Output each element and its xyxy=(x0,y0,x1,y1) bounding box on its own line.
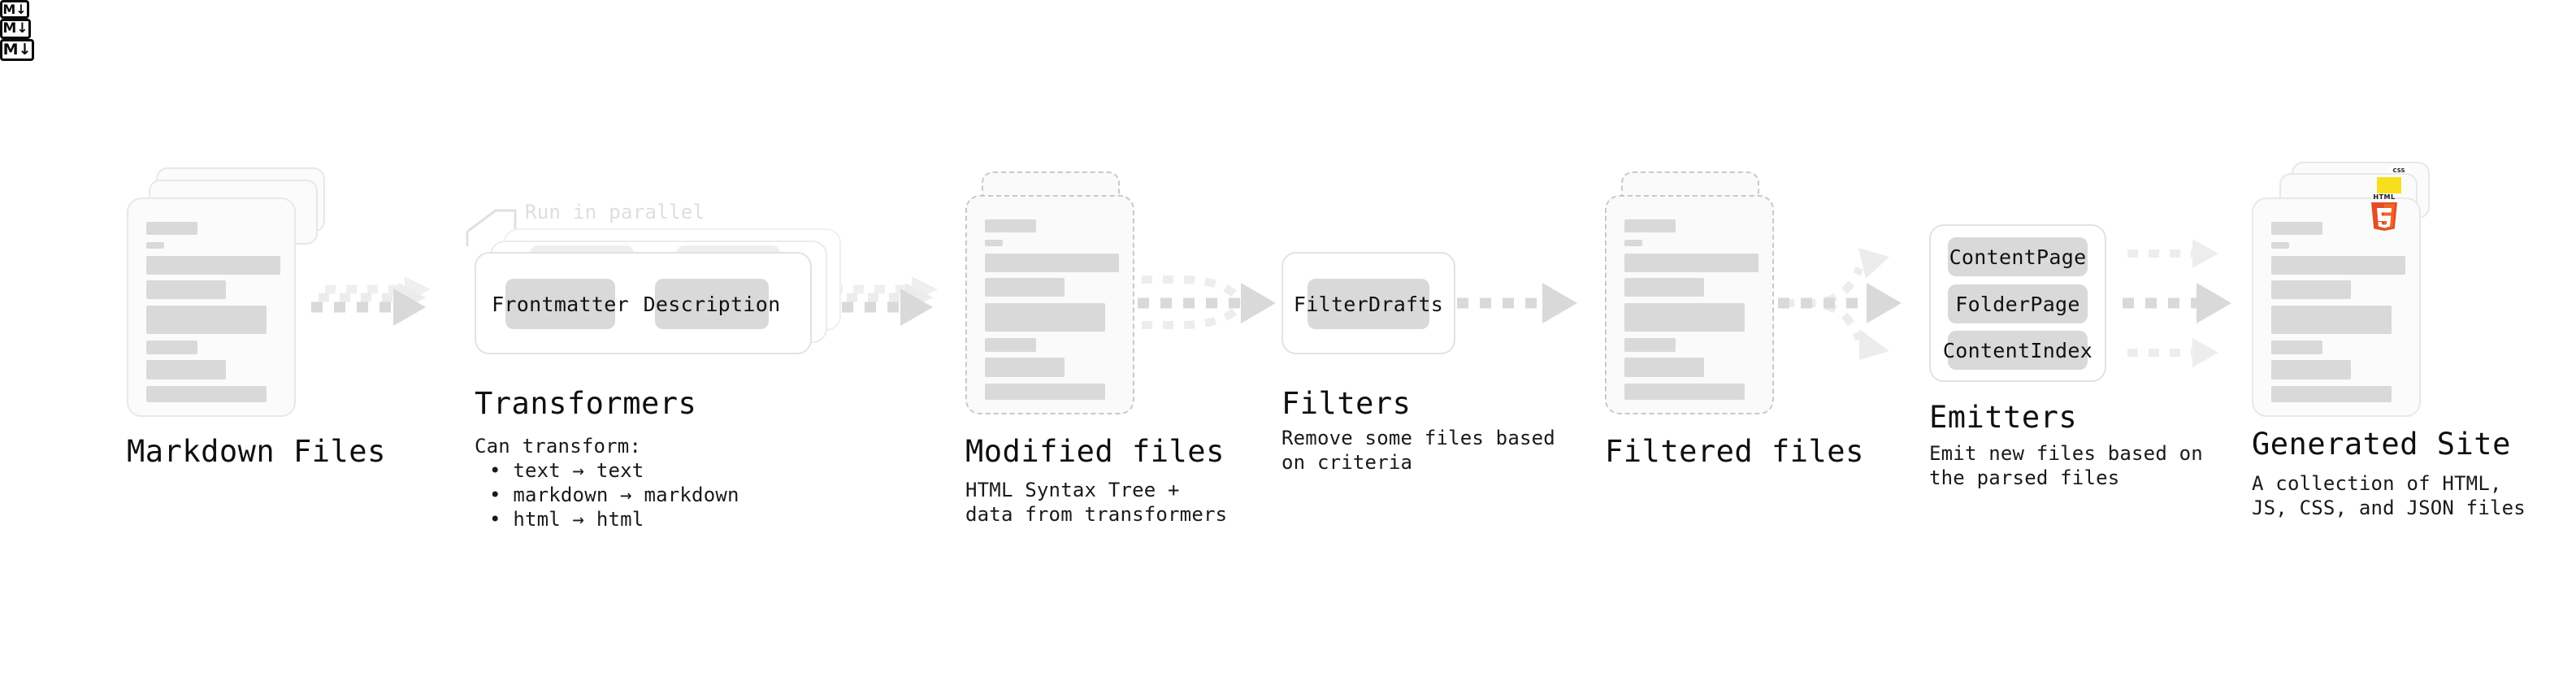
transformer-chip-description[interactable]: Description xyxy=(644,279,780,329)
stage-title-markdown-files: Markdown Files xyxy=(127,434,386,469)
svg-text:CSS: CSS xyxy=(2392,167,2405,174)
svg-text:HTML: HTML xyxy=(2373,193,2395,201)
markdown-badge-icon-back1: M↓ xyxy=(0,19,31,39)
content-bar xyxy=(1624,240,1642,246)
content-bar xyxy=(1624,338,1676,352)
arrow-filtered-to-emitters xyxy=(1778,248,1902,360)
bullet-item: html → html xyxy=(475,507,739,531)
content-bar xyxy=(1624,278,1704,297)
stage-title-transformers: Transformers xyxy=(475,386,697,421)
content-bar xyxy=(146,306,267,334)
content-bar xyxy=(2271,306,2392,334)
bullet-item: markdown → markdown xyxy=(475,483,739,507)
content-bar xyxy=(1624,219,1676,232)
arrow-modified-to-filters xyxy=(1138,275,1276,329)
arrow-filters-to-filtered xyxy=(1457,283,1577,323)
stage-markdown-files: M↓ M↓ M↓ Markdown Files xyxy=(0,0,385,466)
markdown-badge-icon-back2: M↓ xyxy=(0,0,29,19)
js-badge-icon xyxy=(2377,177,2401,193)
stage-desc-transformers: Can transform: xyxy=(475,435,642,458)
emitter-chip-contentindex[interactable]: ContentIndex xyxy=(1943,331,2092,370)
content-bar xyxy=(1624,254,1759,272)
content-bar xyxy=(146,242,164,249)
stage-title-filters: Filters xyxy=(1281,386,1412,421)
arrow-markdown-to-transformers xyxy=(311,276,431,326)
html5-badge-svg: HTML xyxy=(2371,193,2397,231)
stage-desc-generated-site: A collection of HTML, JS, CSS, and JSON … xyxy=(2252,472,2526,519)
stage-desc-modified-files: HTML Syntax Tree + data from transformer… xyxy=(965,479,1228,526)
stage-title-filtered-files: Filtered files xyxy=(1605,434,1864,469)
content-bar xyxy=(146,360,226,380)
content-bar xyxy=(146,340,197,354)
emitter-chip-folderpage[interactable]: FolderPage xyxy=(1948,284,2088,323)
content-bar xyxy=(985,240,1003,246)
content-bar xyxy=(985,278,1065,297)
content-bar xyxy=(2271,340,2322,354)
stage-desc-emitters: Emit new files based on the parsed files xyxy=(1929,442,2203,489)
content-bar xyxy=(2271,386,2392,402)
js-badge-svg xyxy=(2377,177,2401,193)
content-bar xyxy=(985,384,1105,400)
content-bar xyxy=(985,303,1105,332)
content-bar xyxy=(985,338,1036,352)
content-bar xyxy=(1624,303,1745,332)
stage-title-generated-site: Generated Site xyxy=(2252,427,2511,462)
generated-file-card xyxy=(2252,197,2421,417)
content-bar xyxy=(146,280,226,299)
stage-bullets-transformers: text → text markdown → markdown html → h… xyxy=(475,458,739,531)
modified-file-card xyxy=(965,195,1134,414)
markdown-badge-icon: M↓ xyxy=(0,39,34,61)
html5-badge-icon: HTML xyxy=(2367,192,2401,231)
content-bar xyxy=(985,254,1119,272)
transformer-chip-frontmatter[interactable]: Frontmatter xyxy=(492,279,629,329)
filter-chip-filterdrafts[interactable]: FilterDrafts xyxy=(1294,279,1443,329)
content-bar xyxy=(2271,360,2351,380)
filtered-file-card xyxy=(1605,195,1774,414)
content-bar xyxy=(146,386,267,402)
content-bar xyxy=(2271,222,2322,235)
content-bar xyxy=(985,358,1065,377)
stage-title-emitters: Emitters xyxy=(1929,400,2078,435)
run-in-parallel-label: Run in parallel xyxy=(525,201,705,223)
content-bar xyxy=(2271,280,2351,299)
content-bar xyxy=(146,222,197,235)
content-bar xyxy=(1624,384,1745,400)
content-bar xyxy=(146,256,280,275)
emitter-chip-contentpage[interactable]: ContentPage xyxy=(1948,237,2088,276)
content-bar xyxy=(985,219,1036,232)
stage-title-modified-files: Modified files xyxy=(965,434,1225,469)
markdown-file-card xyxy=(127,197,296,417)
stage-desc-filters: Remove some files based on criteria xyxy=(1281,427,1555,474)
arrow-emitters-to-generated xyxy=(2123,239,2231,367)
bullet-item: text → text xyxy=(475,458,739,483)
content-bar xyxy=(2271,242,2289,249)
content-bar xyxy=(1624,358,1704,377)
content-bar xyxy=(2271,256,2405,275)
